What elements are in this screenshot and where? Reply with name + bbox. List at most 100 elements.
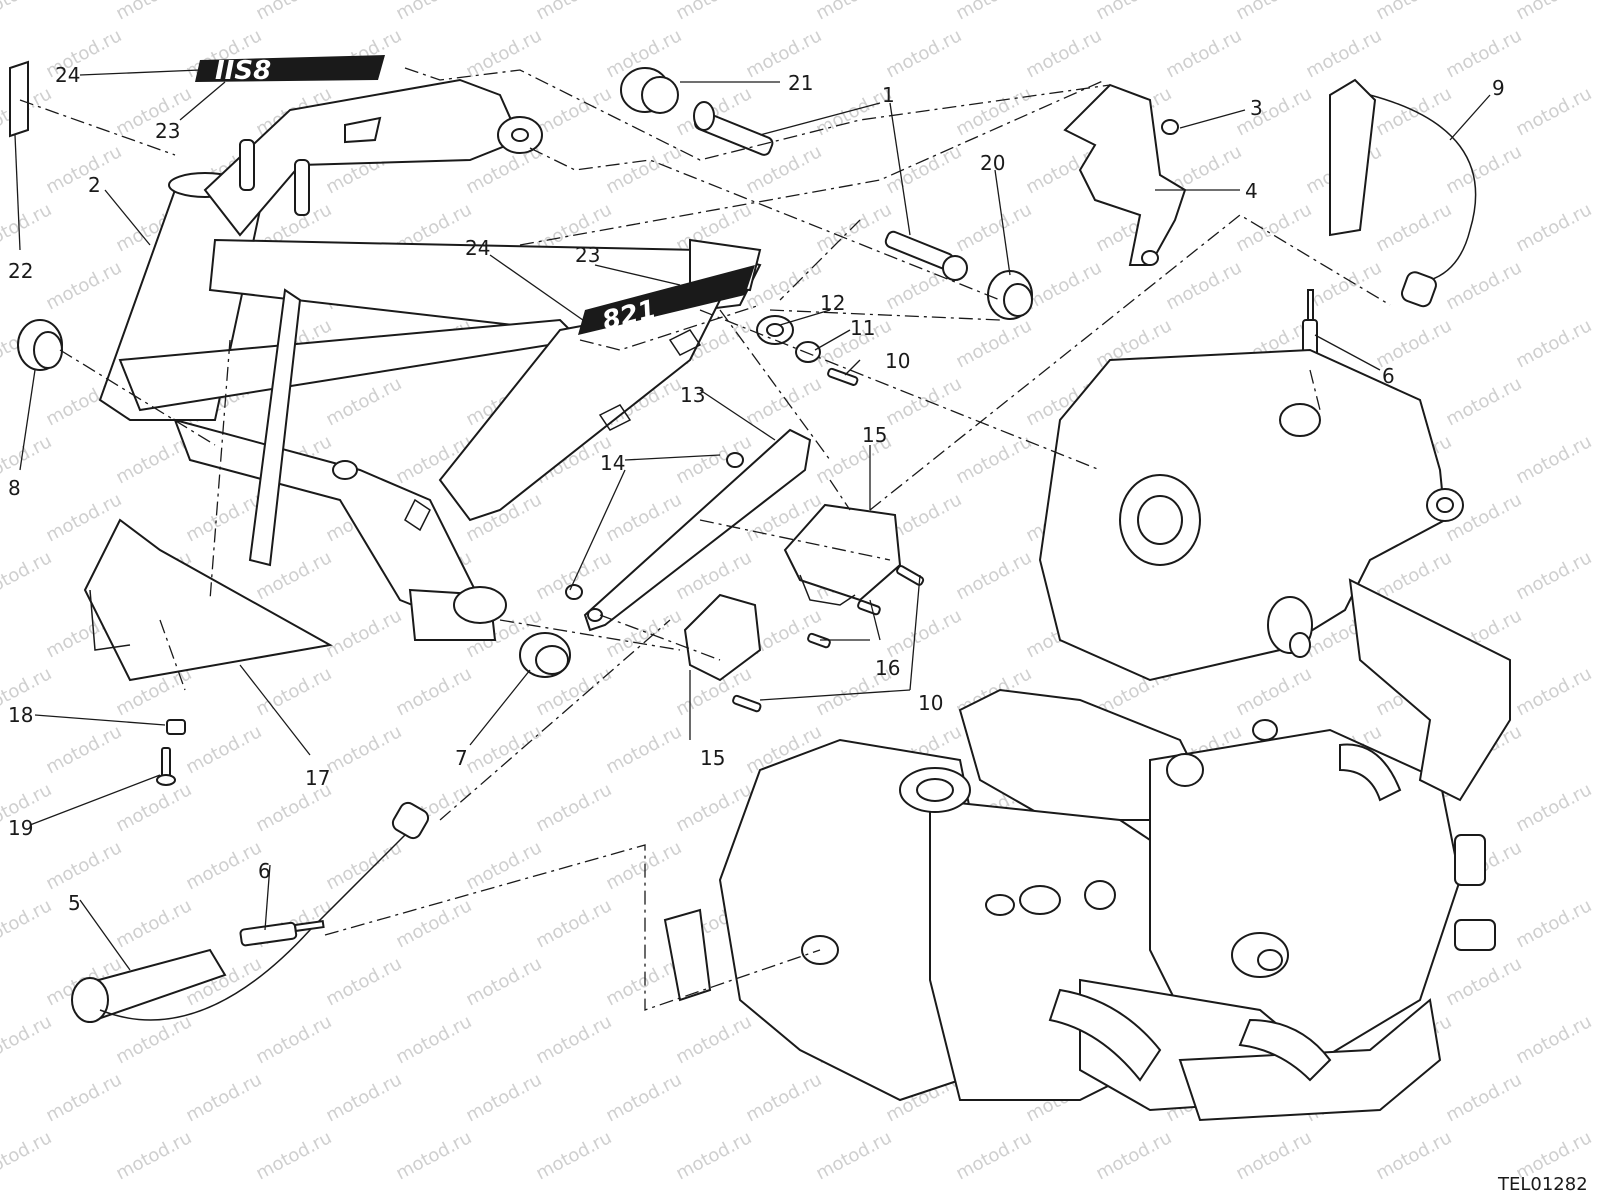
watermark-text: motod.ru bbox=[322, 373, 405, 430]
watermark-text: motod.ru bbox=[0, 1127, 55, 1184]
watermark-text: motod.ru bbox=[1232, 0, 1315, 24]
watermark-text: motod.ru bbox=[952, 1127, 1035, 1184]
coil-15-upper bbox=[783, 503, 902, 606]
watermark-text: motod.ru bbox=[1442, 25, 1525, 82]
watermark-text: motod.ru bbox=[1162, 25, 1245, 82]
callout-18: 18 bbox=[8, 703, 33, 727]
watermark-text: motod.ru bbox=[952, 0, 1035, 24]
watermark-text: motod.ru bbox=[672, 1127, 755, 1184]
screw-3 bbox=[1161, 119, 1179, 135]
watermark-text: motod.ru bbox=[1232, 199, 1315, 256]
callout-24-top: 24 bbox=[55, 63, 80, 87]
callout-7: 7 bbox=[455, 746, 468, 770]
watermark-text: motod.ru bbox=[0, 547, 55, 604]
callout-3: 3 bbox=[1250, 96, 1263, 120]
watermark-text: motod.ru bbox=[252, 0, 335, 24]
watermark-text: motod.ru bbox=[672, 0, 755, 24]
cover-17 bbox=[83, 518, 333, 682]
watermark-text: motod.ru bbox=[42, 721, 125, 778]
watermark-text: motod.ru bbox=[112, 895, 195, 952]
watermark-text: motod.ru bbox=[182, 1069, 265, 1126]
watermark-text: motod.ru bbox=[322, 1069, 405, 1126]
watermark-text: motod.ru bbox=[112, 779, 195, 836]
bolt-1-lower bbox=[884, 230, 968, 281]
watermark-text: motod.ru bbox=[42, 141, 125, 198]
watermark-text: motod.ru bbox=[602, 1069, 685, 1126]
watermark-text: motod.ru bbox=[42, 257, 125, 314]
gear-12 bbox=[756, 315, 794, 345]
callout-10-top: 10 bbox=[885, 349, 910, 373]
watermark-text: motod.ru bbox=[1372, 547, 1455, 604]
callout-6-top: 6 bbox=[1382, 364, 1395, 388]
watermark-text: motod.ru bbox=[1302, 25, 1385, 82]
watermark-text: motod.ru bbox=[392, 663, 475, 720]
decal-upper: IIS8 bbox=[195, 55, 385, 86]
plug-cap-9 bbox=[1329, 78, 1477, 308]
callout-21: 21 bbox=[788, 71, 813, 95]
watermark-text: motod.ru bbox=[1512, 0, 1595, 24]
watermark-text: motod.ru bbox=[602, 721, 685, 778]
callout-5: 5 bbox=[68, 891, 81, 915]
plug-cap-5 bbox=[71, 801, 430, 1023]
watermark-text: motod.ru bbox=[0, 895, 55, 952]
watermark-text: motod.ru bbox=[812, 1127, 895, 1184]
watermark-text: motod.ru bbox=[0, 199, 55, 256]
watermark-text: motod.ru bbox=[1302, 257, 1385, 314]
watermark-text: motod.ru bbox=[42, 837, 125, 894]
watermark-text: motod.ru bbox=[1512, 315, 1595, 372]
watermark-text: motod.ru bbox=[112, 1127, 195, 1184]
watermark-text: motod.ru bbox=[742, 1069, 825, 1126]
watermark-text: motod.ru bbox=[1162, 257, 1245, 314]
watermark-text: motod.ru bbox=[532, 0, 615, 24]
watermark-text: motod.ru bbox=[182, 721, 265, 778]
watermark-text: motod.ru bbox=[602, 141, 685, 198]
watermark-text: motod.ru bbox=[42, 1069, 125, 1126]
watermark-text: motod.ru bbox=[952, 199, 1035, 256]
callout-19: 19 bbox=[8, 816, 33, 840]
watermark-text: motod.ru bbox=[882, 605, 965, 662]
callout-4: 4 bbox=[1245, 179, 1258, 203]
watermark-text: motod.ru bbox=[462, 953, 545, 1010]
watermark-text: motod.ru bbox=[1512, 895, 1595, 952]
watermark-text: motod.ru bbox=[322, 837, 405, 894]
watermark-text: motod.ru bbox=[812, 0, 895, 24]
watermark-text: motod.ru bbox=[1512, 83, 1595, 140]
watermark-text: motod.ru bbox=[112, 0, 195, 24]
callout-23-top: 23 bbox=[155, 119, 180, 143]
callout-22: 22 bbox=[8, 259, 33, 283]
watermark-text: motod.ru bbox=[462, 837, 545, 894]
screw-10-top bbox=[827, 367, 859, 386]
watermark-text: motod.ru bbox=[812, 199, 895, 256]
watermark-text: motod.ru bbox=[1232, 663, 1315, 720]
watermark-text: motod.ru bbox=[1372, 0, 1455, 24]
watermark-text: motod.ru bbox=[392, 895, 475, 952]
watermark-text: motod.ru bbox=[1512, 431, 1595, 488]
callout-23-mid: 23 bbox=[575, 243, 600, 267]
watermark-text: motod.ru bbox=[1512, 1011, 1595, 1068]
watermark-text: motod.ru bbox=[1512, 547, 1595, 604]
watermark-text: motod.ru bbox=[322, 721, 405, 778]
watermark-text: motod.ru bbox=[952, 547, 1035, 604]
callout-16: 16 bbox=[875, 656, 900, 680]
callout-8: 8 bbox=[8, 476, 21, 500]
sticker-22 bbox=[9, 60, 29, 138]
watermark-text: motod.ru bbox=[532, 1011, 615, 1068]
spark-plug-6-bottom bbox=[239, 919, 325, 947]
watermark-text: motod.ru bbox=[1442, 1069, 1525, 1126]
watermark-text: motod.ru bbox=[392, 0, 475, 24]
callout-9: 9 bbox=[1492, 76, 1505, 100]
watermark-text: motod.ru bbox=[882, 373, 965, 430]
watermark-text: motod.ru bbox=[0, 0, 55, 24]
bracket-4 bbox=[1063, 83, 1187, 266]
watermark-text: motod.ru bbox=[532, 895, 615, 952]
watermark-text: motod.ru bbox=[882, 141, 965, 198]
callout-11: 11 bbox=[850, 316, 875, 340]
watermark-text: motod.ru bbox=[672, 1011, 755, 1068]
callout-1: 1 bbox=[882, 83, 895, 107]
grommet-8 bbox=[17, 319, 63, 371]
watermark-text: motod.ru bbox=[532, 779, 615, 836]
watermark-text: motod.ru bbox=[1372, 199, 1455, 256]
watermark-text: motod.ru bbox=[112, 83, 195, 140]
watermark-text: motod.ru bbox=[1512, 779, 1595, 836]
